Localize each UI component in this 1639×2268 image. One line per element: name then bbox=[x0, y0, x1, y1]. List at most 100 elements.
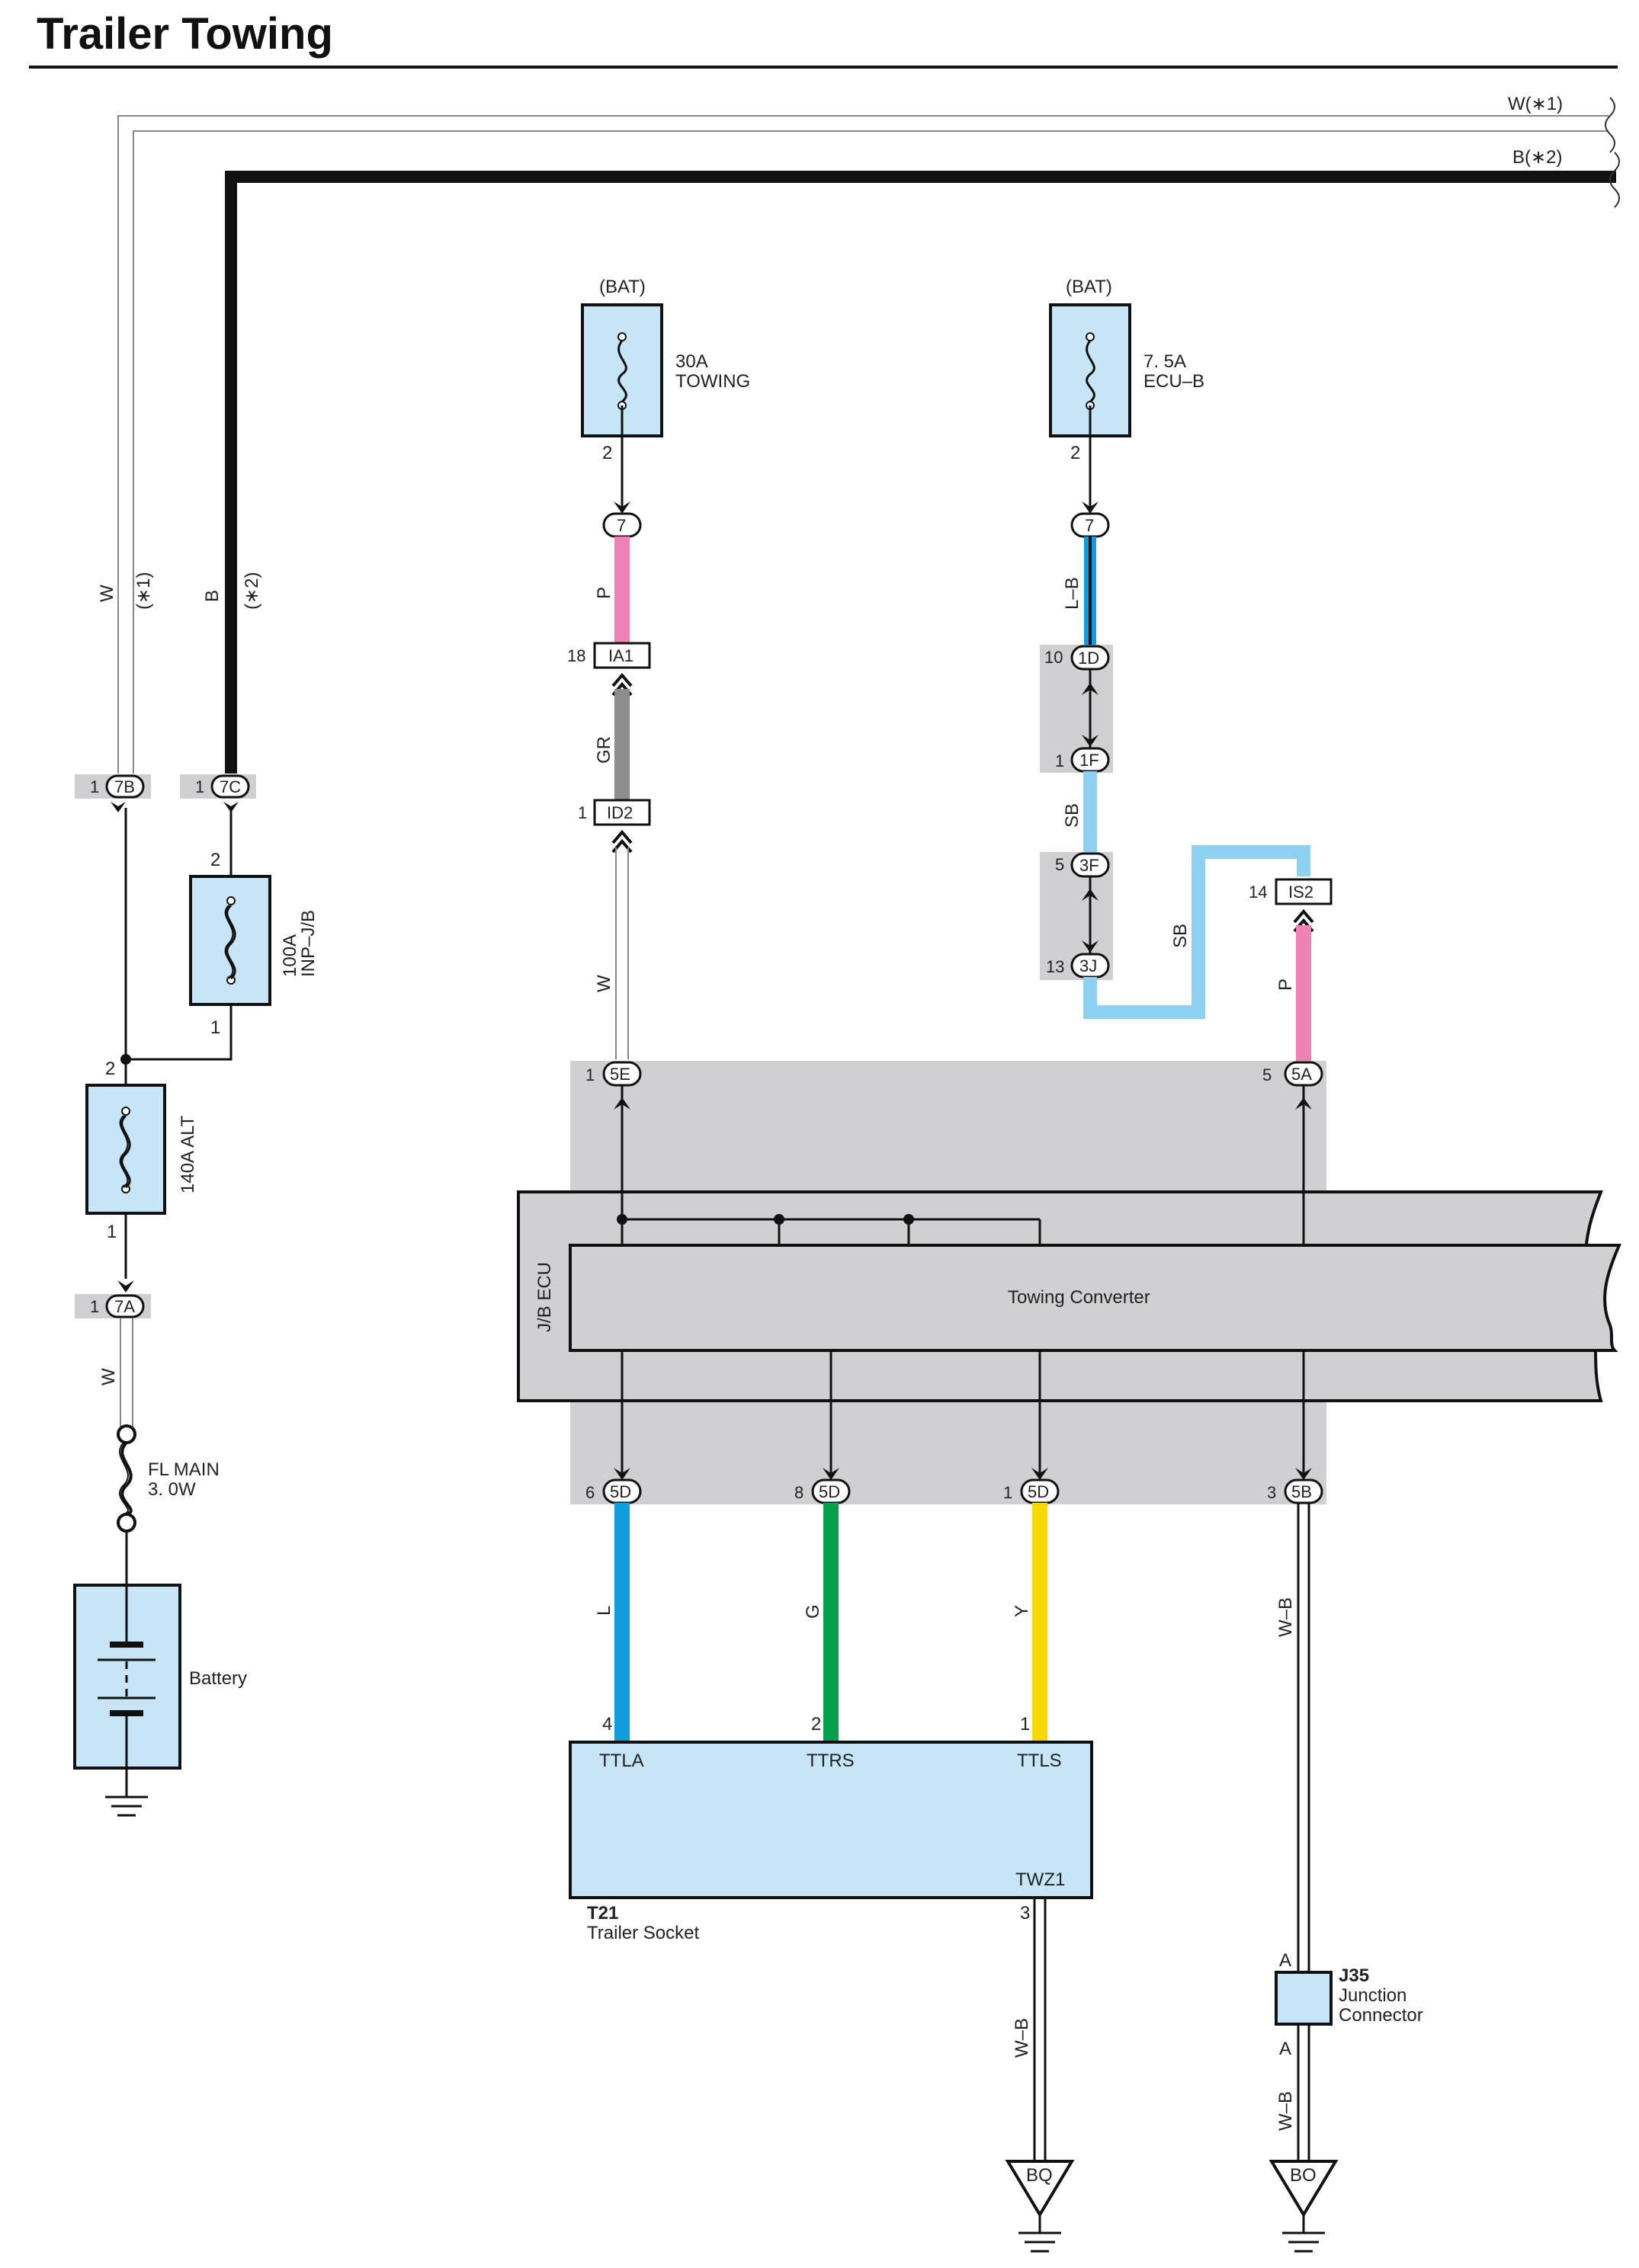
junction-box bbox=[1275, 1971, 1333, 2026]
svg-text:14: 14 bbox=[1249, 883, 1267, 902]
trailer-socket: 4 2 1 TTLA TTRS TTLS TWZ1 T21 Trailer So… bbox=[569, 1714, 1093, 2253]
svg-text:G: G bbox=[803, 1604, 823, 1619]
page-title: Trailer Towing bbox=[37, 9, 333, 59]
ground-bq bbox=[1005, 2160, 1075, 2218]
b-note-label: (∗2) bbox=[242, 572, 262, 610]
svg-text:5A: 5A bbox=[1291, 1065, 1312, 1084]
svg-text:TTLA: TTLA bbox=[599, 1751, 644, 1771]
svg-text:5D: 5D bbox=[1028, 1482, 1049, 1501]
center-branch: (BAT) 30A TOWING 2 7 P 18 IA1 GR 1 ID2 bbox=[567, 277, 750, 1059]
svg-text:1: 1 bbox=[1055, 751, 1064, 770]
svg-text:1: 1 bbox=[578, 803, 587, 822]
connector-is2 bbox=[1275, 878, 1333, 905]
connector-7a bbox=[105, 1294, 145, 1318]
w1-label: W(∗1) bbox=[1508, 94, 1563, 114]
svg-text:1D: 1D bbox=[1078, 649, 1099, 668]
svg-text:TTLS: TTLS bbox=[1017, 1751, 1062, 1771]
svg-text:P: P bbox=[1275, 979, 1296, 991]
svg-text:2: 2 bbox=[811, 1714, 821, 1735]
svg-text:1: 1 bbox=[585, 1065, 595, 1084]
svg-text:5B: 5B bbox=[1291, 1482, 1312, 1501]
svg-text:ID2: ID2 bbox=[607, 803, 633, 822]
svg-text:IS2: IS2 bbox=[1288, 883, 1313, 902]
svg-text:Trailer Socket: Trailer Socket bbox=[587, 1923, 699, 1943]
connector-5b bbox=[1284, 1478, 1323, 1504]
svg-text:Y: Y bbox=[1012, 1605, 1032, 1617]
trailer-socket-box bbox=[569, 1741, 1093, 1899]
svg-text:7: 7 bbox=[617, 516, 626, 535]
svg-text:FL MAIN: FL MAIN bbox=[148, 1459, 220, 1480]
svg-text:1F: 1F bbox=[1079, 751, 1099, 770]
svg-text:A: A bbox=[1279, 2039, 1291, 2059]
svg-text:1: 1 bbox=[210, 1017, 220, 1038]
svg-text:P: P bbox=[594, 587, 614, 599]
svg-text:SB: SB bbox=[1062, 803, 1083, 828]
svg-text:13: 13 bbox=[1046, 957, 1064, 976]
svg-text:BQ: BQ bbox=[1026, 2165, 1053, 2186]
svg-text:TOWING: TOWING bbox=[675, 371, 750, 392]
ground-bo bbox=[1269, 2160, 1339, 2218]
svg-text:TWZ1: TWZ1 bbox=[1015, 1869, 1065, 1890]
svg-text:W–B: W–B bbox=[1275, 2091, 1296, 2131]
svg-text:IA1: IA1 bbox=[608, 646, 633, 665]
w-wire-label: W bbox=[97, 585, 117, 602]
fuse-140a-label: 140A ALT bbox=[178, 1115, 198, 1193]
svg-text:ECU–B: ECU–B bbox=[1143, 371, 1204, 392]
svg-text:2: 2 bbox=[210, 850, 220, 870]
svg-text:4: 4 bbox=[602, 1714, 612, 1735]
svg-text:(BAT): (BAT) bbox=[599, 277, 646, 297]
connector-7c bbox=[210, 774, 250, 799]
jb-ecu-block: 1 5E 5 5A J/B ECU Towing Converter bbox=[517, 1061, 1622, 1504]
svg-text:1: 1 bbox=[195, 777, 204, 796]
svg-text:10: 10 bbox=[1044, 648, 1063, 667]
svg-text:T21: T21 bbox=[587, 1903, 618, 1924]
svg-text:7C: 7C bbox=[220, 777, 241, 796]
svg-text:TTRS: TTRS bbox=[807, 1751, 855, 1771]
svg-text:2: 2 bbox=[1070, 443, 1080, 463]
svg-text:3J: 3J bbox=[1079, 956, 1097, 975]
svg-text:SB: SB bbox=[1170, 924, 1191, 948]
jb-ecu-label: J/B ECU bbox=[534, 1262, 555, 1332]
svg-text:7. 5A: 7. 5A bbox=[1143, 351, 1186, 372]
svg-text:30A: 30A bbox=[675, 351, 708, 372]
svg-text:5E: 5E bbox=[610, 1065, 630, 1084]
w-note-label: (∗1) bbox=[133, 572, 154, 610]
svg-text:BO: BO bbox=[1290, 2165, 1317, 2186]
svg-text:Junction: Junction bbox=[1339, 1985, 1406, 2006]
svg-text:7: 7 bbox=[1085, 516, 1094, 535]
fuse-100a-label: 100A bbox=[280, 934, 300, 977]
svg-text:5: 5 bbox=[1055, 855, 1064, 874]
top-bus: W(∗1) B(∗2) bbox=[117, 94, 1620, 774]
svg-text:L–B: L–B bbox=[1062, 577, 1083, 610]
svg-text:L: L bbox=[594, 1606, 614, 1616]
right-branch: (BAT) 7. 5A ECU–B 2 7 L–B 10 1D 1 1F SB … bbox=[1040, 277, 1333, 1061]
output-wires: L G Y W–B bbox=[594, 1503, 1310, 2161]
towing-converter bbox=[569, 1244, 1622, 1352]
b2-label: B(∗2) bbox=[1512, 147, 1562, 168]
svg-text:7B: 7B bbox=[114, 777, 135, 796]
svg-text:1: 1 bbox=[107, 1222, 117, 1242]
svg-text:3: 3 bbox=[1267, 1483, 1276, 1502]
left-branch: W (∗1) B (∗2) 1 7B 1 7C 2 100A INP–J/B 1… bbox=[73, 572, 319, 1817]
svg-text:2: 2 bbox=[105, 1059, 115, 1079]
fuse-inpjb-label: INP–J/B bbox=[298, 910, 319, 977]
svg-text:J35: J35 bbox=[1339, 1965, 1369, 1986]
towing-converter-label: Towing Converter bbox=[1008, 1287, 1150, 1308]
svg-text:3: 3 bbox=[1020, 1903, 1030, 1924]
connector-id2 bbox=[593, 799, 651, 826]
svg-text:W–B: W–B bbox=[1275, 1597, 1296, 1637]
svg-text:18: 18 bbox=[567, 646, 585, 665]
fl-main-fusible-link bbox=[117, 1424, 136, 1444]
svg-text:1: 1 bbox=[1003, 1483, 1012, 1502]
svg-text:1: 1 bbox=[90, 1297, 99, 1316]
svg-text:8: 8 bbox=[794, 1483, 803, 1502]
svg-text:A: A bbox=[1279, 1950, 1291, 1971]
svg-text:5D: 5D bbox=[610, 1482, 631, 1501]
svg-text:7A: 7A bbox=[114, 1297, 135, 1316]
battery-label: Battery bbox=[189, 1668, 247, 1689]
svg-text:1: 1 bbox=[1020, 1714, 1030, 1735]
junction-connector-j35: A J35 Junction Connector A W–B BO bbox=[1269, 1950, 1423, 2253]
svg-text:3. 0W: 3. 0W bbox=[148, 1479, 196, 1500]
svg-text:2: 2 bbox=[602, 443, 612, 463]
